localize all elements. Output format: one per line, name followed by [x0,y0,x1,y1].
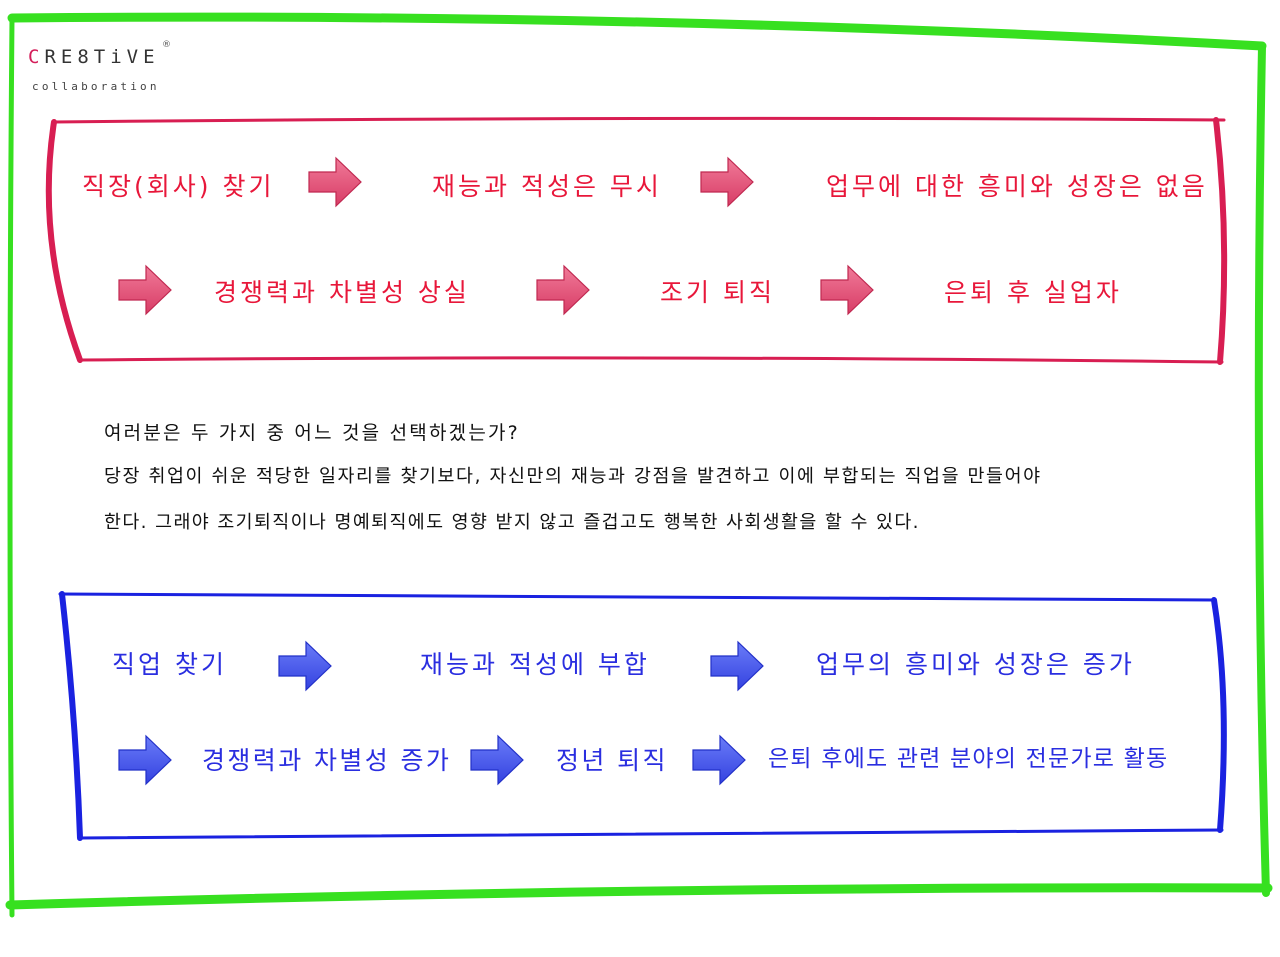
red-step-unemployed: 은퇴 후 실업자 [944,278,1122,307]
red-arrow-right-icon [700,156,754,208]
blue-step-match-talent: 재능과 적성에 부합 [420,650,650,679]
red-step-ignore-talent: 재능과 적성은 무시 [432,172,662,201]
red-arrow-right-icon [536,264,590,316]
body-text-line-2: 한다. 그래야 조기퇴직이나 명예퇴직에도 영향 받지 않고 즐겁고도 행복한 … [104,512,920,533]
blue-arrow-right-icon [692,734,746,786]
registered-mark: ® [162,40,171,50]
red-step-early-retirement: 조기 퇴직 [660,278,775,307]
red-arrow-right-icon [820,264,874,316]
blue-step-retirement-age: 정년 퇴직 [556,746,668,775]
red-step-lose-competitiveness: 경쟁력과 차별성 상실 [214,278,470,307]
blue-box [58,591,1227,841]
blue-step-competitiveness-increase: 경쟁력과 차별성 증가 [202,746,452,775]
body-text-line-1: 당장 취업이 쉬운 적당한 일자리를 찾기보다, 자신만의 재능과 강점을 발견… [104,466,1042,487]
red-arrow-right-icon [118,264,172,316]
blue-arrow-right-icon [118,734,172,786]
logo-wordmark: CRE8TiVE [28,46,160,68]
blue-step-expert-activity: 은퇴 후에도 관련 분야의 전문가로 활동 [768,746,1169,772]
blue-arrow-right-icon [470,734,524,786]
blue-arrow-right-icon [278,640,332,692]
red-step-find-company: 직장(회사) 찾기 [82,172,275,201]
blue-step-find-job: 직업 찾기 [112,650,227,679]
red-step-no-growth: 업무에 대한 흥미와 성장은 없음 [826,172,1208,201]
outer-frame [5,12,1273,918]
blue-step-growth-increase: 업무의 흥미와 성장은 증가 [816,650,1135,679]
red-box [45,116,1228,365]
red-arrow-right-icon [308,156,362,208]
question-text: 여러분은 두 가지 중 어느 것을 선택하겠는가? [104,422,520,444]
blue-arrow-right-icon [710,640,764,692]
logo: CRE8TiVE ® collaboration [28,40,178,102]
logo-subtitle: collaboration [32,80,160,93]
